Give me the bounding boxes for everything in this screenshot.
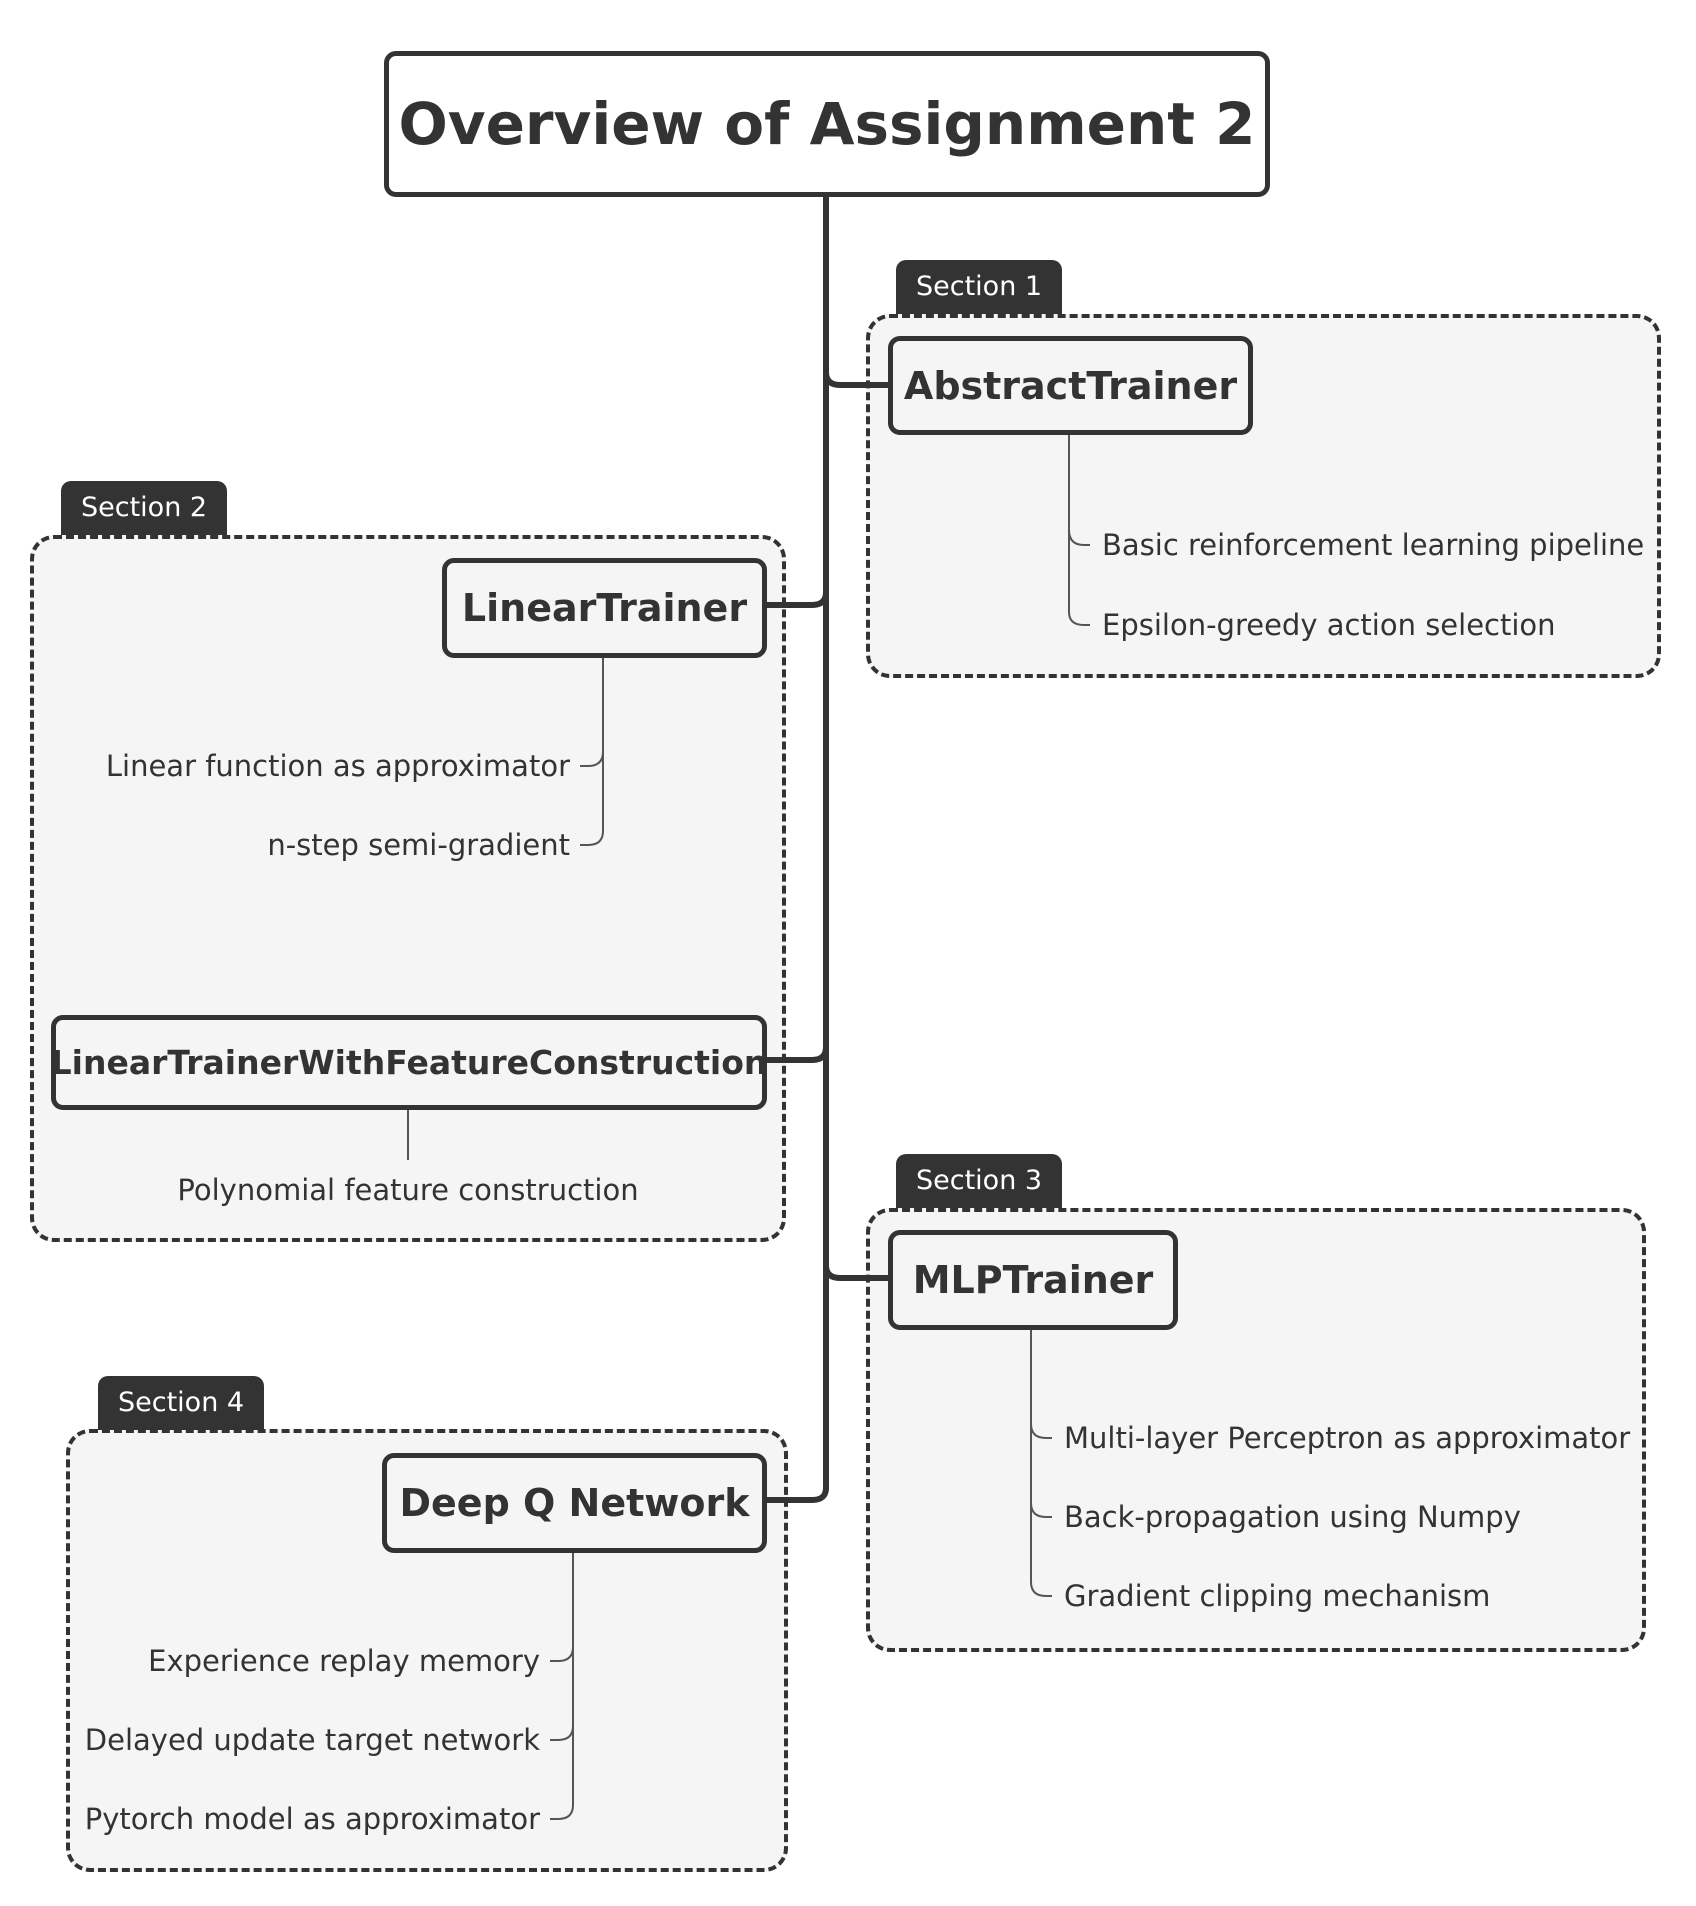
leaf-delayed-target: Delayed update target network: [84, 1723, 540, 1757]
lineartrainer-node: LinearTrainer: [442, 558, 767, 658]
leaf-pytorch-model: Pytorch model as approximator: [84, 1802, 540, 1836]
abstracttrainer-node: AbstractTrainer: [888, 336, 1253, 435]
leaf-mlp-approximator: Multi-layer Perceptron as approximator: [1064, 1421, 1631, 1455]
section-3-tab: Section 3: [896, 1154, 1063, 1208]
leaf-backprop-numpy: Back-propagation using Numpy: [1064, 1500, 1521, 1534]
section-4-tab: Section 4: [98, 1376, 265, 1430]
branch-linearfeature: [759, 1044, 829, 1063]
leaf-experience-replay: Experience replay memory: [148, 1644, 540, 1678]
leaf-linear-function: Linear function as approximator: [105, 749, 570, 783]
branch-abstracttrainer: [823, 369, 891, 388]
leaf-gradient-clipping: Gradient clipping mechanism: [1064, 1579, 1491, 1613]
mlptrainer-node: MLPTrainer: [888, 1230, 1178, 1330]
leaf-line-linear: [580, 658, 604, 846]
section-1-tab: Section 1: [896, 260, 1063, 314]
leaf-line-mlp: [1030, 1330, 1052, 1597]
linearfeature-node: LinearTrainerWithFeatureConstruction: [51, 1015, 767, 1110]
leaf-polynomial-feature: Polynomial feature construction: [177, 1173, 639, 1207]
branch-dqn: [759, 1485, 829, 1503]
leaf-epsilon-greedy: Epsilon-greedy action selection: [1102, 608, 1556, 642]
leaf-n-step: n-step semi-gradient: [267, 828, 570, 862]
dqn-node: Deep Q Network: [382, 1453, 767, 1553]
branch-mlptrainer: [823, 1262, 891, 1281]
branch-lineartrainer: [759, 589, 829, 608]
root-node: Overview of Assignment 2: [384, 51, 1270, 197]
leaf-basic-rl-pipeline: Basic reinforcement learning pipeline: [1102, 528, 1645, 562]
leaf-line-abstract: [1068, 435, 1090, 626]
leaf-line-dqn: [550, 1553, 574, 1820]
section-2-tab: Section 2: [61, 481, 228, 535]
